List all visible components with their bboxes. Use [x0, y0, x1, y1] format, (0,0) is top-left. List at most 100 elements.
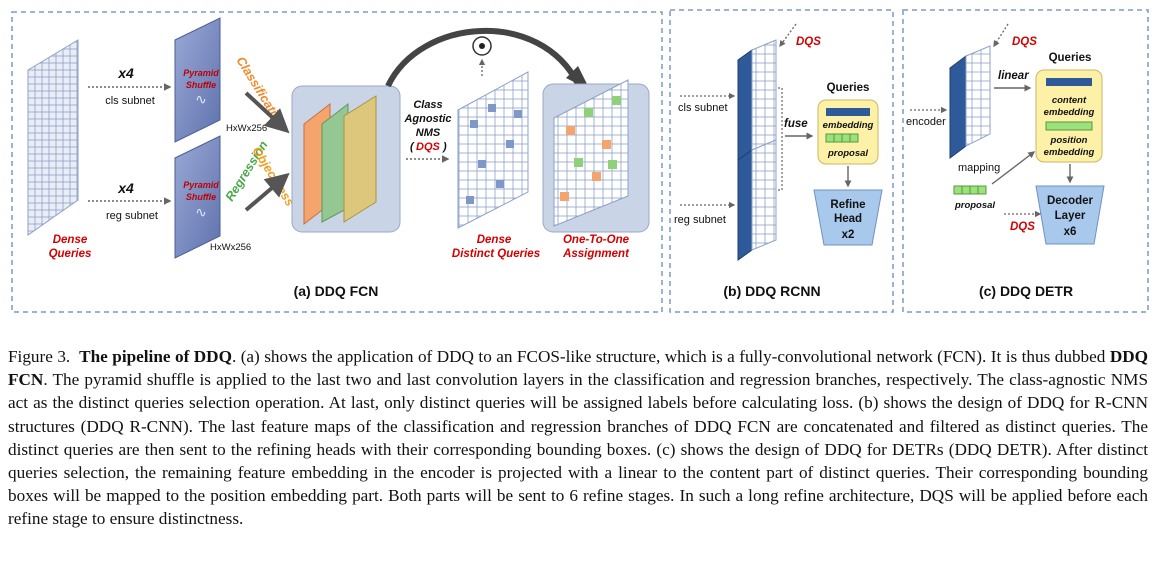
nms-label-3: NMS	[416, 127, 441, 139]
rcnn-cls-feature	[737, 39, 777, 161]
feature-maps	[303, 95, 377, 226]
rcnn-dqs-arrow	[779, 23, 797, 48]
detr-encoder-feature	[949, 45, 991, 159]
decoder-line2: Layer	[1055, 210, 1086, 222]
rcnn-embedding-label: embedding	[823, 120, 874, 131]
as-cell-green	[612, 96, 621, 105]
figure-caption: Figure 3. The pipeline of DDQ. (a) shows…	[8, 345, 1148, 531]
pyramid-shuffle-cls-line1: Pyramid	[183, 68, 219, 78]
pyramid-shuffle-reg: Pyramid Shuffle ∿	[174, 135, 221, 259]
detr-content-label-1: content	[1052, 95, 1087, 106]
reg-subnet-label: reg subnet	[106, 210, 158, 222]
pyramid-shuffle-reg-line2: Shuffle	[186, 192, 216, 202]
as-cell-green	[608, 160, 617, 169]
prop-cell	[833, 133, 843, 143]
distinct-queries-label-2: Distinct Queries	[452, 248, 540, 260]
nms-label-2: Agnostic	[403, 113, 451, 125]
panel-c-label: (c) DDQ DETR	[979, 283, 1073, 299]
detr-queries-title: Queries	[1049, 52, 1092, 64]
dq-cell	[488, 104, 496, 112]
nms-dqs-open: (	[410, 141, 415, 153]
merge-dot	[479, 43, 485, 49]
assignment-grid	[553, 79, 629, 227]
one-to-one-label-2: Assignment	[562, 248, 630, 260]
nms-dqs-close: )	[442, 141, 447, 153]
detr-position-label-1: position	[1050, 135, 1088, 146]
caption-title: The pipeline of DDQ	[79, 347, 232, 366]
detr-dqs-top-arrow	[993, 23, 1009, 48]
classification-label: Classification	[233, 54, 288, 131]
panel-a-label: (a) DDQ FCN	[294, 283, 379, 299]
refine-head-line2: Head	[834, 213, 862, 225]
panel-b-border	[669, 9, 894, 313]
shuffle-reg-icon: ∿	[195, 206, 207, 221]
rcnn-proposal-cells	[825, 133, 859, 143]
rcnn-proposal-label: proposal	[827, 148, 868, 159]
rcnn-fuse-label: fuse	[784, 118, 808, 130]
prop-cell	[969, 185, 979, 195]
decoder-line1: Decoder	[1047, 195, 1094, 207]
detr-content-bar	[1046, 78, 1092, 86]
as-cell-green	[584, 108, 593, 117]
cls-multiplier: x4	[117, 65, 134, 81]
detr-mapping-label: mapping	[958, 162, 1000, 174]
prop-cell	[841, 133, 851, 143]
prop-cell	[825, 133, 835, 143]
one-to-one-label-1: One-To-One	[563, 234, 630, 246]
detr-dqs-bottom-label: DQS	[1010, 221, 1035, 233]
detr-queries-box	[1035, 69, 1103, 163]
rcnn-reg-subnet: reg subnet	[674, 214, 726, 226]
curved-arrow	[385, 27, 581, 88]
detr-proposal-cells	[953, 185, 987, 195]
reg-multiplier: x4	[117, 180, 134, 196]
as-cell-orange	[560, 192, 569, 201]
decoder-line3: x6	[1064, 226, 1077, 238]
detr-proposal-label: proposal	[954, 200, 995, 211]
nms-dqs-label: DQS	[416, 141, 441, 153]
rcnn-reg-feature	[737, 139, 777, 261]
rcnn-fuse-bracket	[778, 87, 783, 191]
detr-content-label-2: embedding	[1044, 107, 1095, 118]
caption-part2: . The pyramid shuffle is applied to the …	[8, 370, 1148, 529]
refine-head-box	[813, 189, 883, 246]
panel-b-label: (b) DDQ RCNN	[723, 283, 820, 299]
as-cell-orange	[592, 172, 601, 181]
dq-cell	[506, 140, 514, 148]
prop-cell	[953, 185, 963, 195]
distinct-queries-label-1: Dense	[477, 234, 512, 246]
distinct-queries-grid	[457, 71, 529, 229]
as-cell-orange	[602, 140, 611, 149]
shape-label-reg: HxWx256	[210, 242, 251, 253]
reg-to-features-arrow	[244, 172, 290, 212]
detr-encoder-label: encoder	[906, 116, 946, 128]
as-cell-orange	[566, 126, 575, 135]
dq-cell	[466, 196, 474, 204]
dense-queries-grid	[27, 39, 79, 236]
shuffle-cls-icon: ∿	[195, 93, 207, 108]
rcnn-embedding-bar	[826, 108, 870, 116]
refine-head-line1: Refine	[830, 199, 865, 211]
dq-cell	[496, 180, 504, 188]
as-cell-green	[574, 158, 583, 167]
caption-ddq-fcn: DDQ FCN	[8, 347, 1149, 390]
nms-label-1: Class	[413, 99, 442, 111]
caption-part1: . (a) shows the application of DDQ to an…	[231, 347, 1110, 366]
rcnn-queries-title: Queries	[827, 82, 870, 94]
shape-label-cls: HxWx256	[226, 123, 267, 134]
pyramid-shuffle-cls-line2: Shuffle	[186, 80, 216, 90]
cls-subnet-label: cls subnet	[105, 95, 155, 107]
detr-dqs-top-label: DQS	[1012, 36, 1037, 48]
prop-cell	[961, 185, 971, 195]
caption-figure-number: Figure 3.	[8, 347, 71, 366]
detr-position-label-2: embedding	[1044, 147, 1095, 158]
dq-cell	[478, 160, 486, 168]
decoder-box	[1035, 185, 1105, 245]
prop-cell	[977, 185, 987, 195]
rcnn-cls-subnet: cls subnet	[678, 102, 728, 114]
dq-cell	[514, 110, 522, 118]
prop-cell	[849, 133, 859, 143]
pipeline-diagram: Dense Queries x4 cls subnet x4 reg subne…	[11, 9, 1149, 313]
panel-a-border	[11, 11, 663, 313]
cls-to-features-arrow	[244, 91, 290, 134]
detr-position-bar	[1045, 121, 1093, 131]
